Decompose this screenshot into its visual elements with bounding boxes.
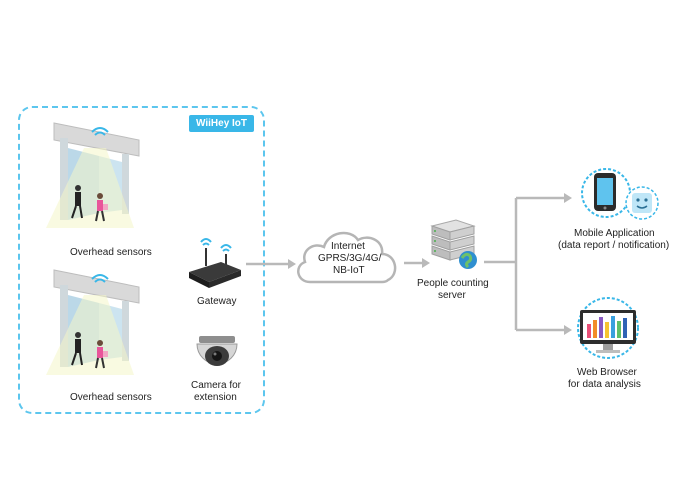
cloud-line2: GPRS/3G/4G/ bbox=[318, 253, 382, 264]
iot-badge: WiiHey IoT bbox=[189, 115, 255, 132]
sensor-bottom-label: Overhead sensors bbox=[70, 392, 152, 403]
arrow-cloud-to-server bbox=[404, 258, 430, 268]
cloud-line3: NB-IoT bbox=[333, 265, 365, 276]
server-line1: People counting bbox=[417, 278, 489, 289]
browser-line2: for data analysis bbox=[568, 379, 641, 390]
arrow-gateway-to-cloud bbox=[246, 259, 296, 269]
server-line2: server bbox=[438, 290, 466, 301]
mobile-app-icon bbox=[581, 168, 659, 220]
browser-line1: Web Browser bbox=[577, 367, 637, 378]
cloud-icon bbox=[297, 231, 397, 284]
branch-arrows bbox=[484, 193, 572, 335]
sensor-top-label: Overhead sensors bbox=[70, 247, 152, 258]
server-icon bbox=[430, 219, 477, 269]
iot-container bbox=[18, 106, 265, 414]
mobile-line2: (data report / notification) bbox=[558, 240, 670, 251]
mobile-line1: Mobile Application bbox=[574, 228, 655, 239]
camera-icon bbox=[196, 336, 238, 366]
camera-label-line2: extension bbox=[194, 392, 237, 403]
camera-label-line1: Camera for bbox=[191, 380, 242, 391]
cloud-line1: Internet bbox=[331, 241, 365, 252]
web-browser-chart-icon bbox=[577, 297, 639, 359]
gateway-label: Gateway bbox=[197, 296, 237, 307]
overhead-sensor-illustration-top bbox=[46, 122, 140, 228]
gateway-icon bbox=[189, 238, 241, 288]
overhead-sensor-illustration-bottom bbox=[46, 269, 140, 375]
